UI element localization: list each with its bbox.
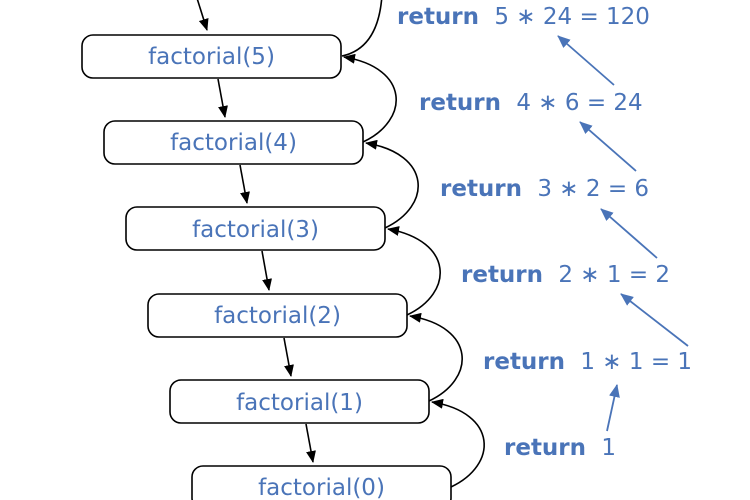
return-expression: 4 ∗ 6 = 24 — [516, 90, 642, 116]
call-arrow-5-4 — [217, 78, 228, 118]
node-label: factorial(3) — [192, 217, 319, 243]
node-label: factorial(0) — [258, 475, 385, 500]
return-arrow-0-1 — [431, 398, 485, 488]
value-arrow-1-2 — [620, 293, 689, 347]
node-factorial-4: factorial(4) — [103, 120, 364, 165]
call-arrow-1-0 — [305, 423, 316, 463]
node-factorial-2: factorial(2) — [147, 293, 408, 338]
call-arrow-4-3 — [239, 164, 250, 204]
call-arrow-3-2 — [261, 250, 272, 291]
node-label: factorial(2) — [214, 303, 341, 329]
return-expression: 5 ∗ 24 = 120 — [494, 4, 650, 30]
value-arrow-2-3 — [600, 208, 658, 259]
return-arrow-1-2 — [409, 312, 463, 402]
return-expression: 1 — [601, 435, 616, 461]
return-arrow-3-4 — [365, 139, 419, 229]
return-arrow-4-5 — [343, 53, 397, 143]
node-label: factorial(4) — [170, 130, 297, 156]
return-label-0: return 1 — [504, 435, 616, 461]
node-label: factorial(1) — [236, 390, 363, 416]
return-keyword: return — [397, 4, 479, 30]
node-factorial-3: factorial(3) — [125, 206, 386, 251]
return-label-1: return 1 ∗ 1 = 1 — [483, 349, 692, 375]
return-arrow-2-3 — [387, 226, 441, 316]
node-label: factorial(5) — [148, 44, 275, 70]
call-arrow-in — [196, 0, 209, 31]
return-keyword: return — [461, 262, 543, 288]
value-arrow-3-4 — [579, 121, 637, 172]
return-keyword: return — [440, 176, 522, 202]
node-factorial-0: factorial(0) — [191, 465, 452, 500]
return-keyword: return — [483, 349, 565, 375]
node-factorial-5: factorial(5) — [81, 34, 342, 79]
return-keyword: return — [504, 435, 586, 461]
return-label-5: return 5 ∗ 24 = 120 — [397, 4, 650, 30]
return-expression: 2 ∗ 1 = 2 — [558, 262, 670, 288]
return-expression: 1 ∗ 1 = 1 — [580, 349, 692, 375]
return-label-3: return 3 ∗ 2 = 6 — [440, 176, 649, 202]
return-label-2: return 2 ∗ 1 = 2 — [461, 262, 670, 288]
return-label-4: return 4 ∗ 6 = 24 — [419, 90, 643, 116]
value-arrow-4-5 — [557, 35, 615, 86]
node-factorial-1: factorial(1) — [169, 379, 430, 424]
call-arrow-2-1 — [283, 337, 294, 377]
value-arrow-0-1 — [606, 384, 620, 432]
return-arrow-out — [341, 0, 383, 57]
return-expression: 3 ∗ 2 = 6 — [537, 176, 649, 202]
return-keyword: return — [419, 90, 501, 116]
